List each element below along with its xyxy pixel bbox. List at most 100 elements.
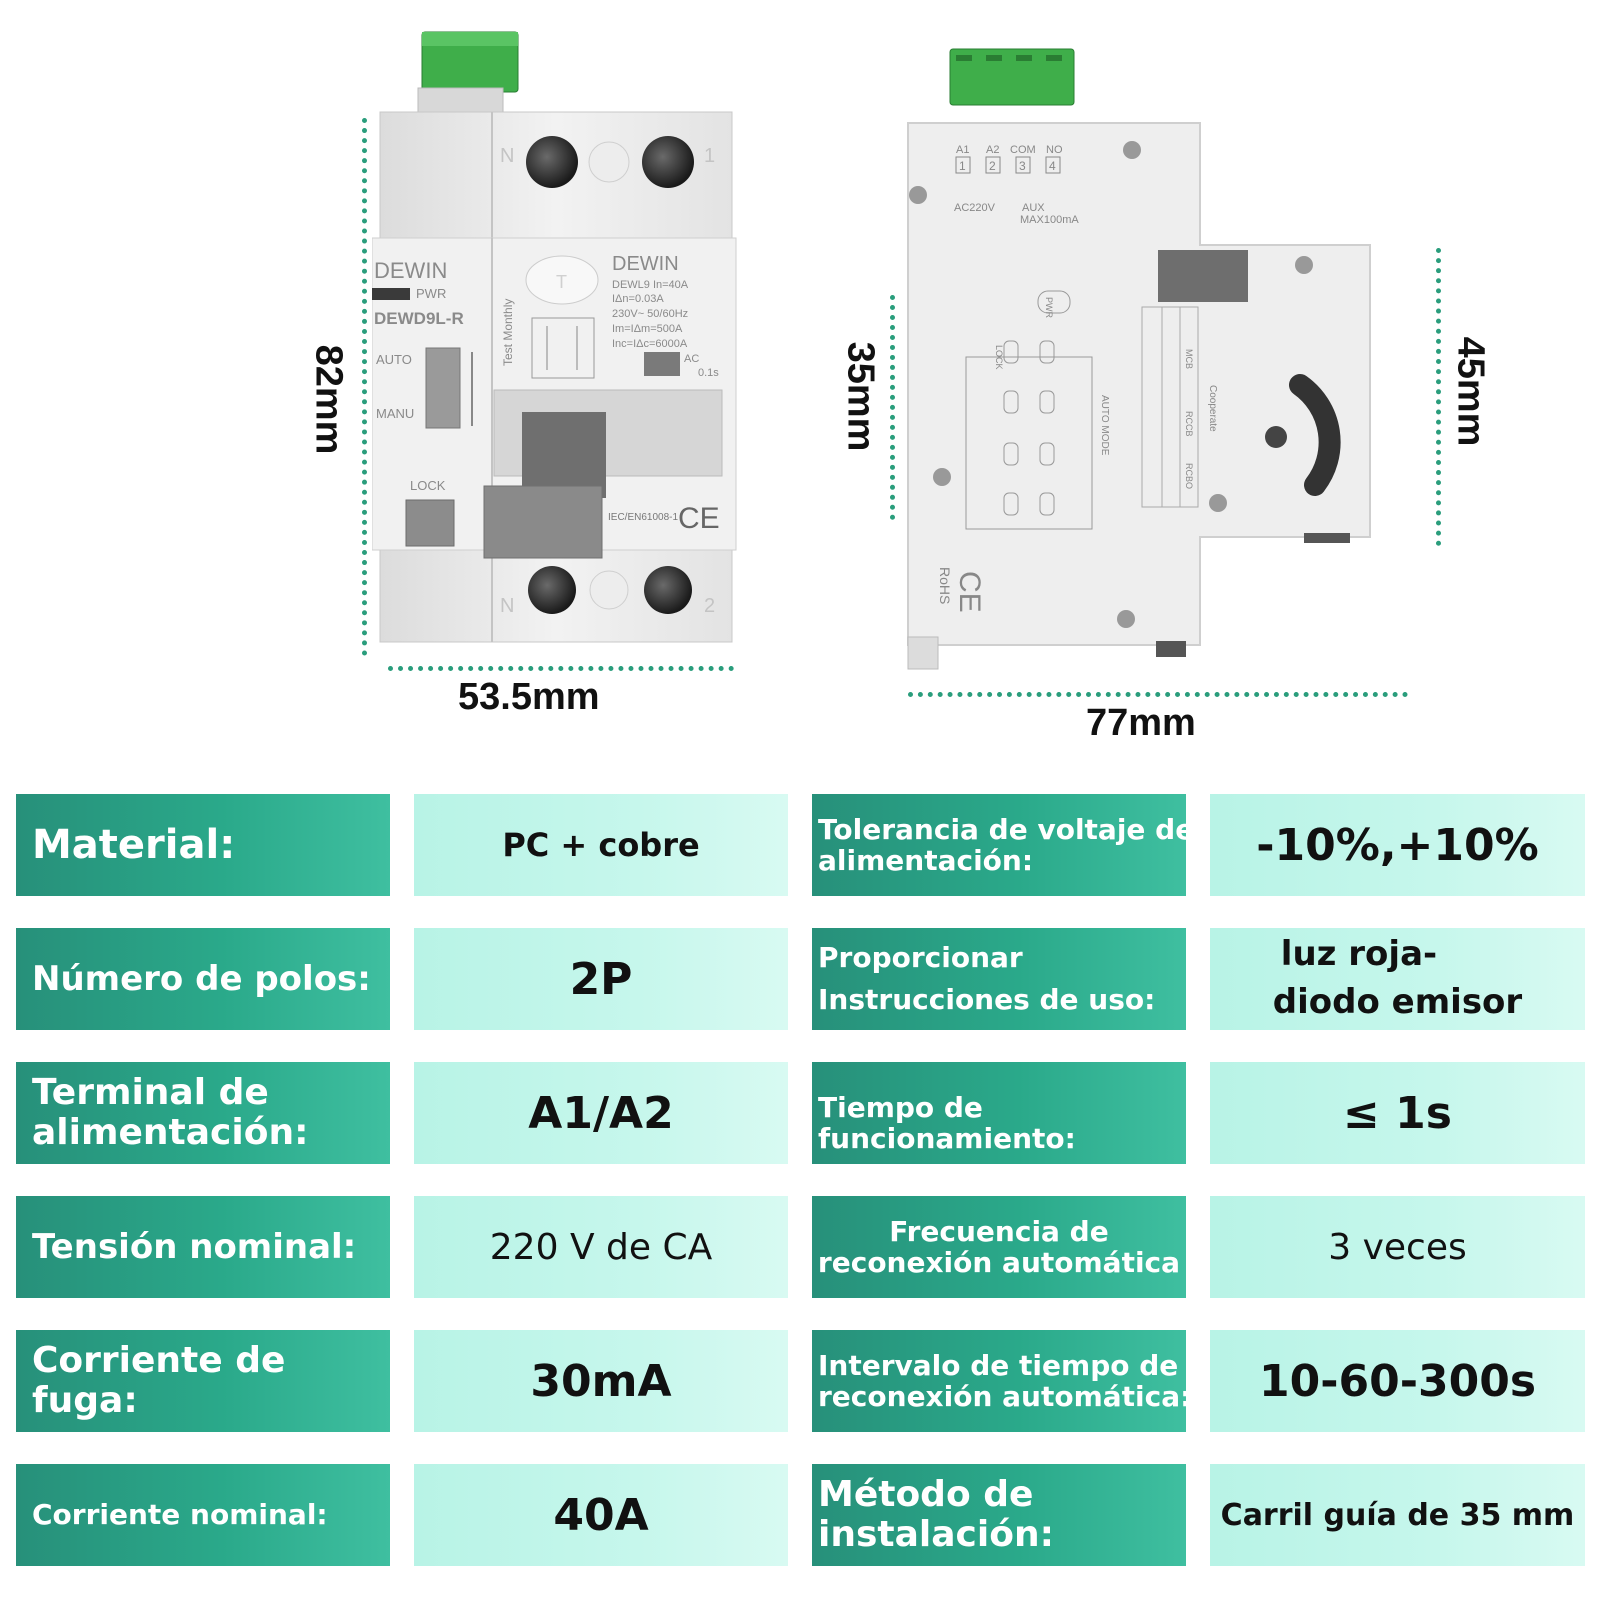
side-width-dimension-line	[908, 692, 1408, 697]
power-terminal-value-text: A1/A2	[528, 1087, 674, 1139]
leak-current-label-line-1: Corriente de	[32, 1339, 286, 1381]
bottom-screw-n	[528, 566, 576, 614]
rotary-knob	[1265, 426, 1287, 448]
front-width-dimension-line	[388, 666, 734, 671]
spec-line-2: 230V~ 50/60Hz	[612, 308, 688, 320]
brand-logo: DEWIN	[374, 258, 447, 283]
pwr-side-label: PWR	[1044, 297, 1054, 318]
bottom-screw-2	[644, 566, 692, 614]
mcb-label: MCB	[1184, 349, 1194, 369]
auto-manu-switch[interactable]	[425, 347, 461, 429]
lock-label: LOCK	[410, 478, 446, 493]
spec-line-3: Im=IΔm=500A	[612, 323, 683, 335]
leak-current-value: 30mA	[414, 1330, 788, 1432]
instructions-value-line-1: luz roja-	[1280, 934, 1438, 975]
sub-model-label: DEWL9 In=40A	[612, 279, 689, 291]
lock-side-label: LOCK	[994, 345, 1004, 370]
instructions-value-line-2: diodo emisor	[1272, 982, 1523, 1022]
install-method-label-line-2: instalación:	[818, 1514, 1054, 1555]
terminal-num-3: 3	[1019, 159, 1026, 173]
device-side-view: A1 A2 COM NO 1 2 3 4 AC220V AUX MAX100mA…	[907, 48, 1371, 670]
test-button-label: T	[556, 272, 567, 292]
rccb-label: RCCB	[1184, 411, 1194, 437]
spec-line-1: IΔn=0.03A	[612, 293, 664, 305]
material-value: PC + cobre	[414, 794, 788, 896]
reclose-freq-label-line-2: reconexión automática	[817, 1246, 1181, 1279]
pwr-label: PWR	[416, 286, 446, 301]
instructions-label-line-2: Instrucciones de uso:	[818, 983, 1156, 1016]
rohs-label: RoHS	[937, 567, 953, 604]
terminal-n-bottom: N	[500, 595, 514, 617]
product-illustration: 82mm 53.5mm 35mm 45mm 77mm	[0, 0, 1601, 760]
aux-terminal-block-side	[949, 48, 1075, 106]
poles-value-text: 2P	[569, 953, 633, 1005]
reclose-interval-value: 10-60-300s	[1210, 1330, 1585, 1432]
rated-voltage-label: Tensión nominal:	[16, 1196, 390, 1298]
install-method-label-line-1: Método de	[818, 1473, 1034, 1515]
install-method-value: Carril guía de 35 mm	[1210, 1464, 1585, 1566]
device-front-view: DEWIN PWR DEWD9L-R AUTO MANU LOCK T Test…	[372, 31, 737, 643]
leak-current-value-text: 30mA	[530, 1355, 672, 1407]
tolerance-label-line-2: alimentación:	[818, 844, 1034, 877]
reclose-interval-label-line-2: reconexión automática:	[818, 1380, 1186, 1413]
reclose-interval-label-line-1: Intervalo de tiempo de	[818, 1348, 1179, 1382]
leak-current-label-line-2: fuga:	[32, 1380, 138, 1421]
terminal-no-label: NO	[1046, 144, 1063, 156]
manu-label: MANU	[376, 406, 414, 421]
poles-label: Número de polos:	[16, 928, 390, 1030]
spec-line-6: 0.1s	[698, 367, 719, 379]
material-label: Material:	[16, 794, 390, 896]
standard-label: IEC/EN61008-1	[608, 512, 678, 523]
spec-line-4: Inc=IΔc=6000A	[612, 338, 688, 350]
instructions-label-line-1: Proporcionar	[818, 941, 1023, 974]
test-button[interactable]	[525, 255, 599, 305]
reclose-interval-value-text: 10-60-300s	[1258, 1355, 1537, 1407]
side-inner-depth-dimension-line	[890, 295, 895, 520]
front-height-dimension-line	[362, 118, 367, 656]
top-screw-1	[642, 136, 694, 188]
front-width-label: 53.5mm	[458, 676, 600, 718]
terminal-num-2: 2	[989, 159, 996, 173]
operating-time-label-line-1: Tiempo de	[818, 1090, 983, 1124]
spec-line-5: AC	[684, 353, 699, 365]
tolerance-value-text: -10%,+10%	[1256, 819, 1539, 871]
rated-current-value-text: 40A	[553, 1489, 649, 1541]
material-label-text: Material:	[32, 821, 236, 868]
side-outer-depth-label: 45mm	[1449, 336, 1492, 447]
auto-label: AUTO	[376, 352, 412, 367]
power-terminal-label-line-1: Terminal de	[32, 1071, 269, 1113]
rated-current-label-text: Corriente nominal:	[32, 1498, 328, 1532]
terminal-n-top: N	[500, 145, 514, 167]
material-value-text: PC + cobre	[502, 826, 700, 864]
terminal-2: 2	[704, 595, 715, 617]
rated-voltage-value-text: 220 V de CA	[489, 1226, 713, 1268]
test-monthly-label: Test Monthly	[501, 299, 515, 366]
lock-slider[interactable]	[405, 499, 455, 547]
sub-brand-logo: DEWIN	[612, 253, 679, 275]
install-method-value-text: Carril guía de 35 mm	[1220, 1497, 1575, 1533]
side-width-label: 77mm	[1086, 702, 1196, 744]
rated-voltage-label-text: Tensión nominal:	[32, 1226, 357, 1267]
poles-value: 2P	[414, 928, 788, 1030]
rated-voltage-value: 220 V de CA	[414, 1196, 788, 1298]
reclose-freq-value: 3 veces	[1210, 1196, 1585, 1298]
operating-time-value-text: ≤ 1s	[1343, 1087, 1452, 1139]
rcbo-label: RCBO	[1184, 463, 1194, 489]
terminal-a1-label: A1	[956, 144, 969, 156]
side-inner-depth-label: 35mm	[839, 341, 882, 452]
side-outer-depth-dimension-line	[1436, 248, 1441, 546]
cooperate-label: Cooperate	[1207, 385, 1218, 432]
rated-current-value: 40A	[414, 1464, 788, 1566]
instructions-value: luz roja-diodo emisor	[1210, 928, 1585, 1030]
operating-time-label-line-2: funcionamiento:	[818, 1122, 1076, 1155]
breaker-lever[interactable]	[522, 412, 606, 498]
operating-time-value: ≤ 1s	[1210, 1062, 1585, 1164]
